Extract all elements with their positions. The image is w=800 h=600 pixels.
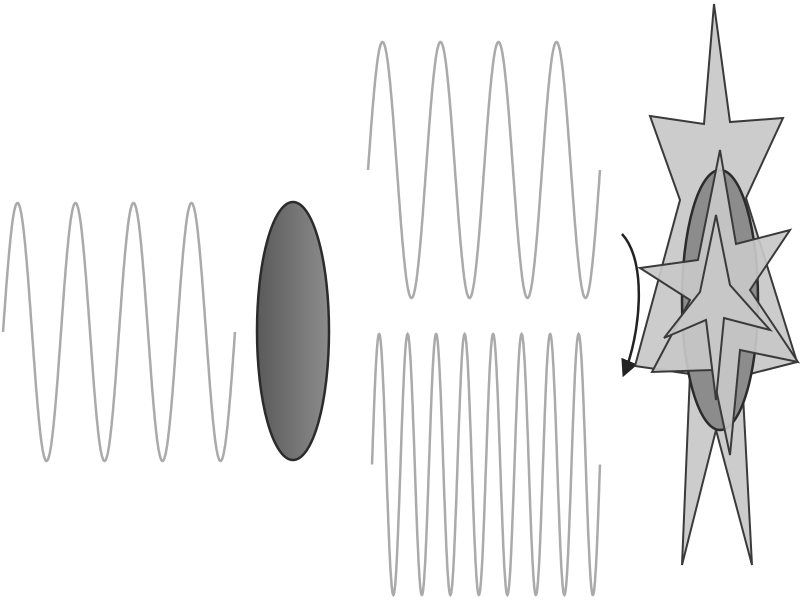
scattered-wave-higher-frequency — [370, 331, 602, 598]
scattered-wave-same-frequency — [366, 40, 602, 300]
star-burst-center — [663, 214, 773, 401]
excited-molecule — [633, 3, 800, 566]
incident-wave — [1, 201, 237, 463]
molecule-ellipse — [255, 200, 331, 462]
curved-arrow — [621, 233, 641, 378]
